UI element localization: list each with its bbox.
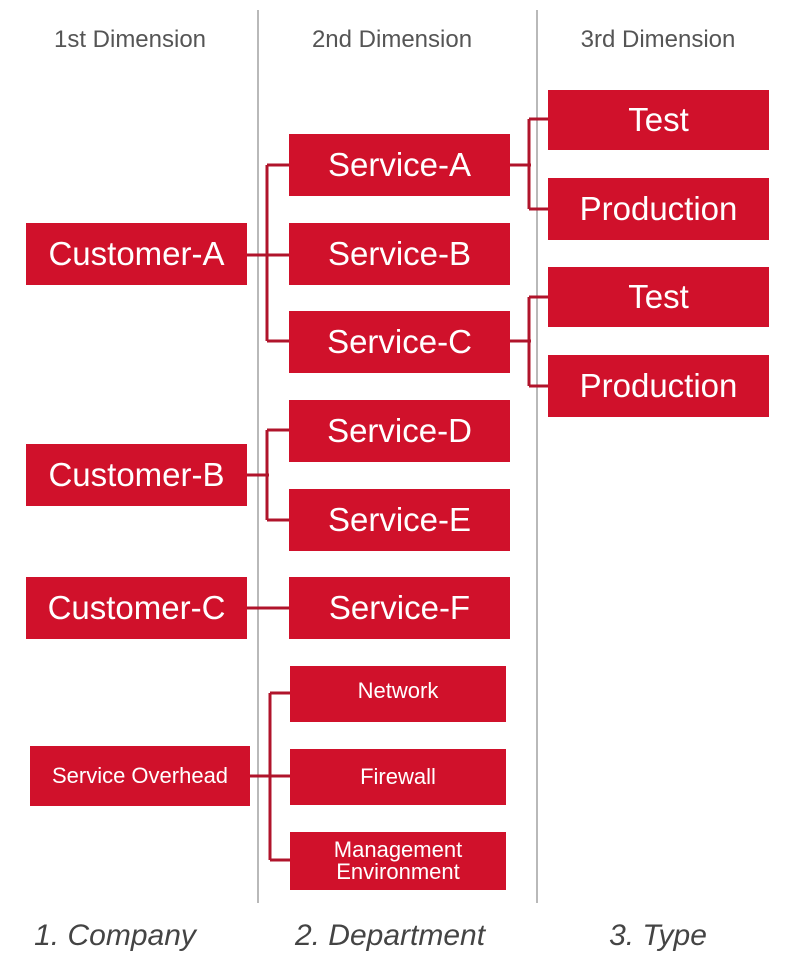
- column-divider-2: [536, 10, 538, 903]
- service-a-box: Service-A: [289, 134, 510, 196]
- management-environment-box: Management Environment: [290, 832, 506, 890]
- connector-customer-b: [247, 428, 289, 522]
- customer-a-box: Customer-A: [26, 223, 247, 285]
- header-3rd-dimension: 3rd Dimension: [580, 26, 736, 53]
- service-f-box: Service-F: [289, 577, 510, 639]
- connector-service-a: [510, 117, 548, 211]
- test-box-service-c: Test: [548, 267, 769, 327]
- test-box-service-a: Test: [548, 90, 769, 150]
- firewall-box: Firewall: [290, 749, 506, 805]
- caption-type: 3. Type: [609, 919, 707, 952]
- customer-c-box: Customer-C: [26, 577, 247, 639]
- customer-b-box: Customer-B: [26, 444, 247, 506]
- service-b-box: Service-B: [289, 223, 510, 285]
- header-1st-dimension: 1st Dimension: [53, 26, 207, 53]
- column-divider-1: [257, 10, 259, 903]
- header-2nd-dimension: 2nd Dimension: [311, 26, 473, 53]
- network-box: Network: [290, 666, 506, 722]
- connector-customer-a: [247, 163, 289, 343]
- service-overhead-box: Service Overhead: [30, 746, 250, 806]
- production-box-service-c: Production: [548, 355, 769, 417]
- caption-company: 1. Company: [34, 919, 196, 952]
- connector-service-overhead: [250, 691, 290, 862]
- service-d-box: Service-D: [289, 400, 510, 462]
- connector-service-c: [510, 295, 548, 388]
- production-box-service-a: Production: [548, 178, 769, 240]
- caption-department: 2. Department: [294, 919, 486, 952]
- service-c-box: Service-C: [289, 311, 510, 373]
- service-e-box: Service-E: [289, 489, 510, 551]
